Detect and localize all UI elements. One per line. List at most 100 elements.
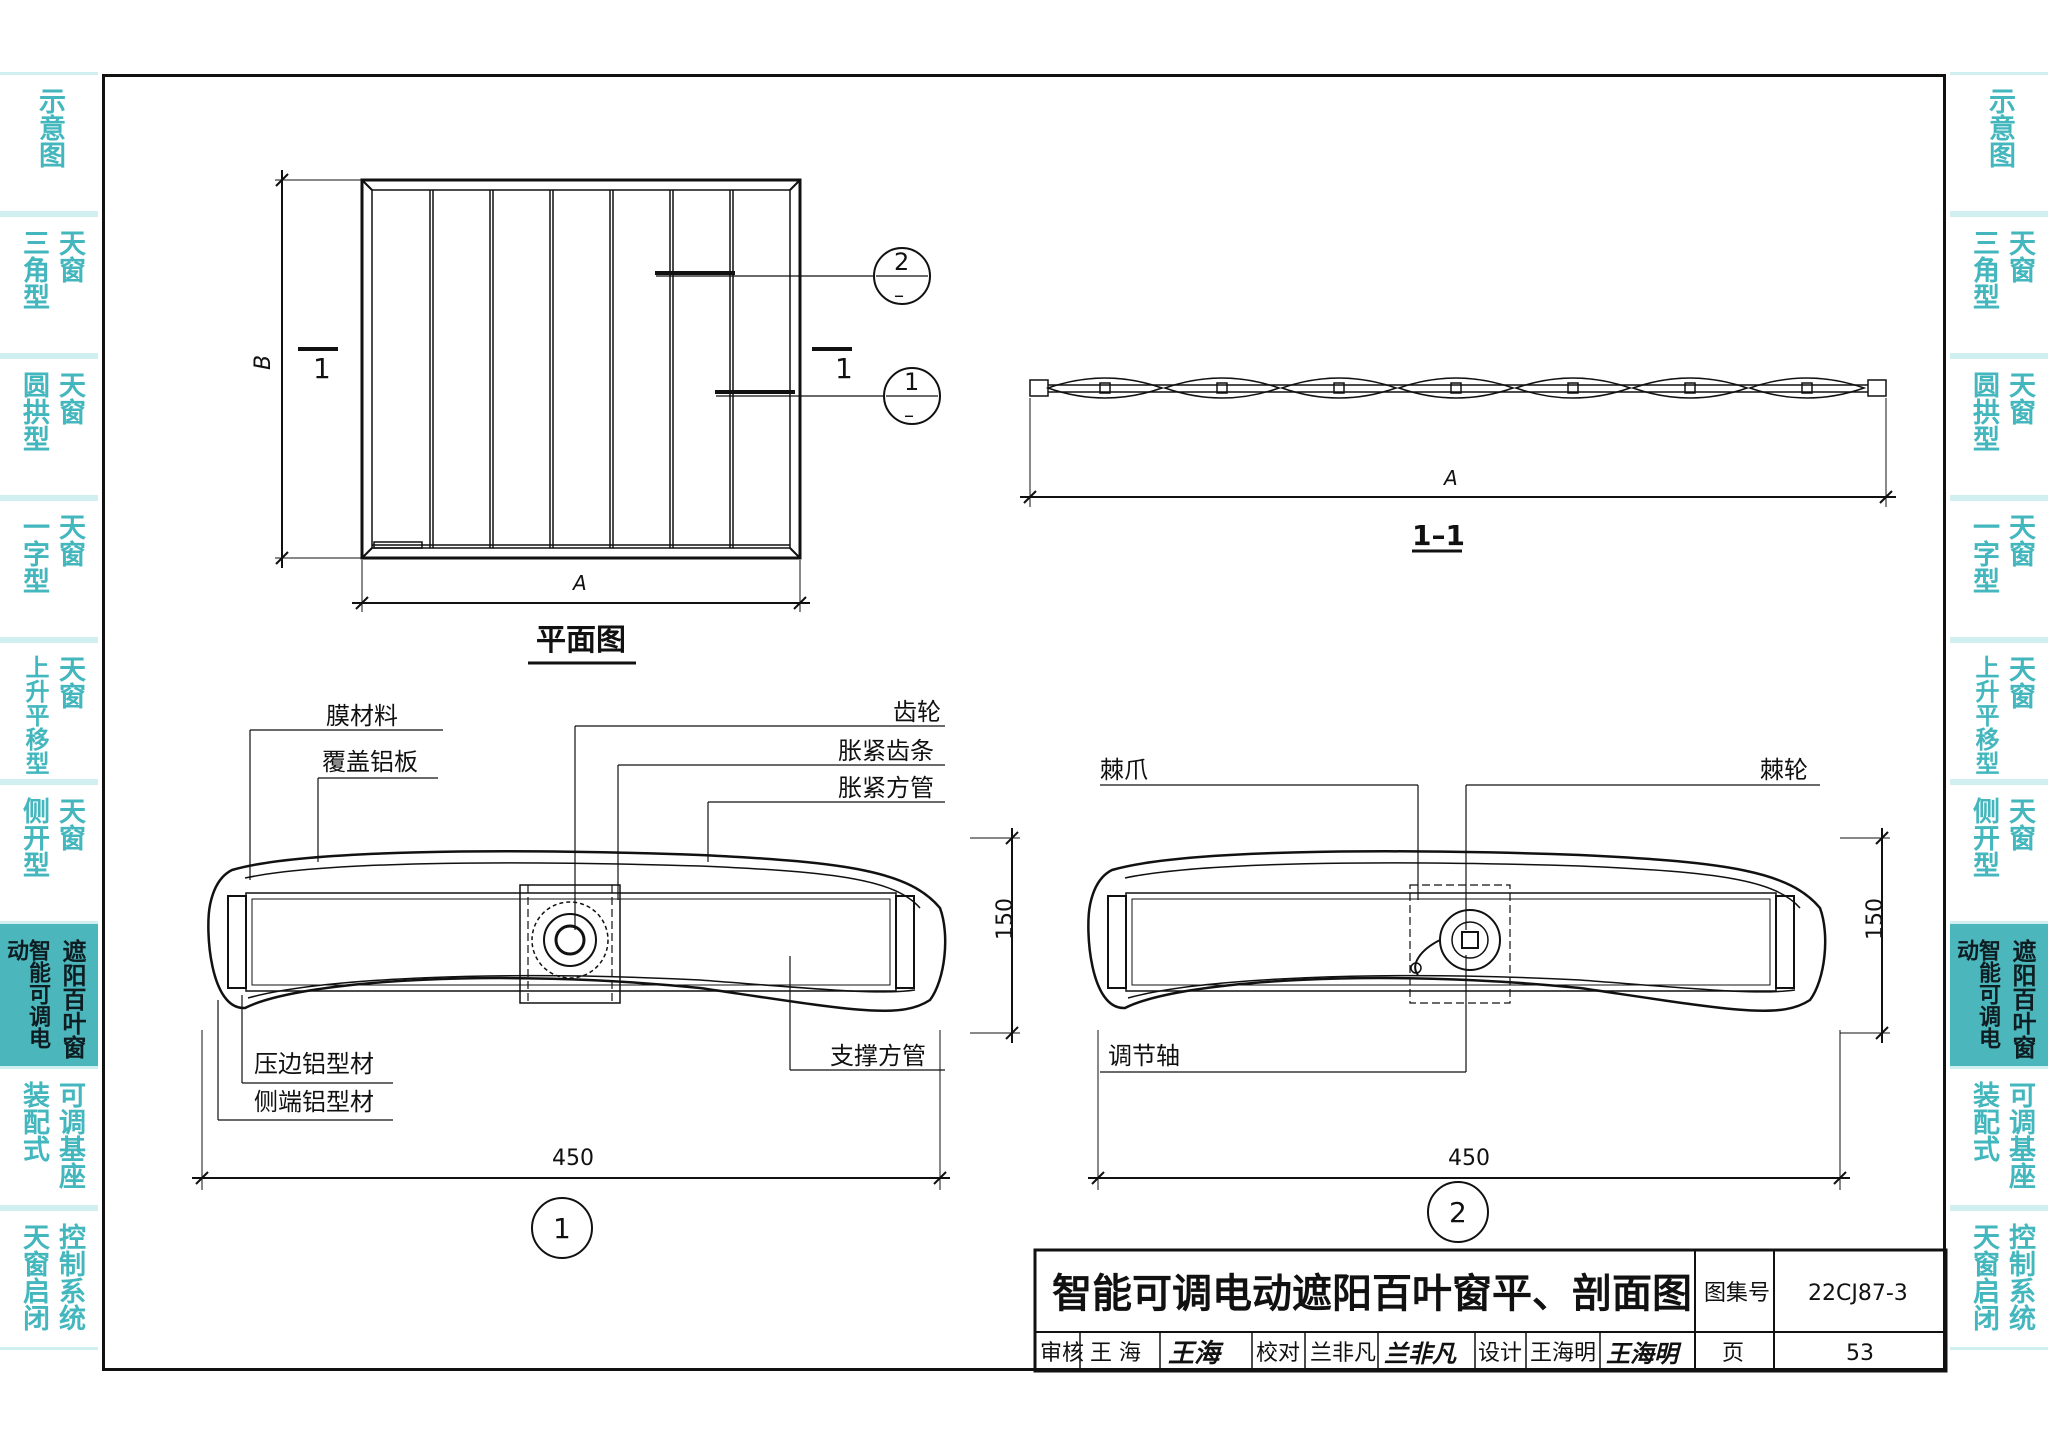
design-label: 设计: [1478, 1341, 1522, 1366]
tab-smart-louver[interactable]: 遮阳百叶窗 智能可调电动: [1950, 924, 2048, 1066]
tab-lift-slide-skylight[interactable]: 天窗 上升平移型: [1950, 640, 2048, 782]
tab-side-open-skylight[interactable]: 天窗 侧开型: [1950, 782, 2048, 924]
tab-assembled-base[interactable]: 可调基座 装配式: [1950, 1066, 2048, 1208]
reviewer-name: 王 海: [1090, 1341, 1141, 1366]
tab-control-system[interactable]: 控制系统 天窗启闭: [0, 1208, 98, 1350]
detail-2-number: 2: [1449, 1196, 1467, 1229]
tab-label: 一字型: [18, 513, 49, 594]
tab-control-system[interactable]: 控制系统 天窗启闭: [1950, 1208, 2048, 1350]
tab-label: 天窗: [54, 513, 85, 567]
detail-2-height: 150: [1863, 898, 1888, 940]
section-dim-a: A: [1442, 466, 1458, 490]
label-edge-profile: 压边铝型材: [254, 1050, 374, 1078]
drawing-title: 智能可调电动遮阳百叶窗平、剖面图: [1052, 1271, 1692, 1317]
left-tab-column: 示意图 天窗 三角型 天窗 圆拱型 天窗 一字型 天窗 上升平移型 天窗 侧开型…: [0, 72, 98, 1350]
tab-label: 控制系统: [2004, 1223, 2035, 1331]
tab-label: 天窗: [54, 229, 85, 283]
tab-label: 可调基座: [2004, 1081, 2035, 1189]
detail-1: [192, 725, 1020, 1259]
tab-label: 上升平移型: [1971, 655, 1999, 775]
tab-triangle-skylight[interactable]: 天窗 三角型: [0, 214, 98, 356]
detail-1-number: 1: [553, 1212, 571, 1245]
tab-smart-louver[interactable]: 遮阳百叶窗 智能可调电动: [0, 924, 98, 1066]
tab-arch-skylight[interactable]: 天窗 圆拱型: [1950, 356, 2048, 498]
tab-label: 圆拱型: [18, 371, 49, 452]
detail-2: [1087, 784, 1890, 1243]
tab-label: 圆拱型: [1968, 371, 1999, 452]
atlas-number: 22CJ87-3: [1808, 1281, 1908, 1306]
tab-label: 装配式: [18, 1081, 49, 1162]
tab-linear-skylight[interactable]: 天窗 一字型: [0, 498, 98, 640]
tab-assembled-base[interactable]: 可调基座 装配式: [0, 1066, 98, 1208]
callout-1-bottom: –: [904, 403, 914, 427]
label-ratchet: 棘轮: [1760, 756, 1808, 784]
label-end-profile: 侧端铝型材: [254, 1088, 374, 1116]
tab-label: 控制系统: [54, 1223, 85, 1331]
tab-label: 智能可调电动: [1953, 939, 2000, 1049]
tab-lift-slide-skylight[interactable]: 天窗 上升平移型: [0, 640, 98, 782]
section-title: 1–1: [1412, 519, 1465, 552]
tab-linear-skylight[interactable]: 天窗 一字型: [1950, 498, 2048, 640]
tab-label: 天窗: [2004, 371, 2035, 425]
review-label: 审核: [1040, 1341, 1084, 1366]
detail-1-height: 150: [993, 898, 1018, 940]
reviewer-signature: 王海: [1168, 1339, 1224, 1369]
label-tension-rack: 胀紧齿条: [838, 737, 934, 765]
title-block-lines: [1033, 1248, 1948, 1373]
callout-1-top: 1: [904, 368, 919, 396]
designer-name: 王海明: [1530, 1341, 1596, 1366]
tab-triangle-skylight[interactable]: 天窗 三角型: [1950, 214, 2048, 356]
detail-1-width: 450: [552, 1146, 594, 1171]
atlas-label: 图集号: [1704, 1281, 1770, 1306]
tab-label: 天窗: [2004, 513, 2035, 567]
checker-signature: 兰非凡: [1384, 1340, 1457, 1368]
plan-dim-a: A: [571, 571, 587, 595]
tab-label: 天窗启闭: [18, 1223, 49, 1331]
label-support-tube: 支撑方管: [830, 1042, 926, 1070]
tab-label: 侧开型: [18, 797, 49, 878]
tab-label: 三角型: [1968, 229, 1999, 310]
tab-label: 可调基座: [54, 1081, 85, 1189]
section-mark-left: 1: [313, 352, 331, 385]
label-membrane: 膜材料: [326, 702, 398, 730]
tab-schematic[interactable]: 示意图: [0, 72, 98, 214]
page-number: 53: [1846, 1341, 1874, 1366]
plan-title: 平面图: [536, 623, 626, 658]
label-tension-tube: 胀紧方管: [838, 774, 934, 802]
tab-side-open-skylight[interactable]: 天窗 侧开型: [0, 782, 98, 924]
tab-label: 天窗: [54, 797, 85, 851]
callout-2-bottom: –: [894, 283, 904, 307]
check-label: 校对: [1256, 1341, 1300, 1366]
tab-label: 天窗: [2004, 655, 2035, 709]
designer-signature: 王海明: [1606, 1340, 1682, 1368]
tab-arch-skylight[interactable]: 天窗 圆拱型: [0, 356, 98, 498]
label-pawl: 棘爪: [1100, 756, 1148, 784]
tab-label: 天窗: [54, 371, 85, 425]
tab-label: 装配式: [1968, 1081, 1999, 1162]
tab-label: 遮阳百叶窗: [2008, 939, 2036, 1059]
tab-label: 示意图: [34, 87, 65, 168]
tab-label: 智能可调电动: [3, 939, 50, 1049]
tab-label: 遮阳百叶窗: [58, 939, 86, 1059]
label-gear: 齿轮: [893, 698, 941, 726]
tab-label: 上升平移型: [21, 655, 49, 775]
detail-2-width: 450: [1448, 1146, 1490, 1171]
right-tab-column: 示意图 天窗 三角型 天窗 圆拱型 天窗 一字型 天窗 上升平移型 天窗 侧开型…: [1950, 72, 2048, 1350]
section-1-1: [1020, 377, 1896, 553]
label-shaft: 调节轴: [1108, 1042, 1180, 1070]
tab-label: 侧开型: [1968, 797, 1999, 878]
checker-name: 兰非凡: [1310, 1341, 1376, 1366]
tab-schematic[interactable]: 示意图: [1950, 72, 2048, 214]
tab-label: 天窗: [2004, 797, 2035, 851]
callout-2-top: 2: [894, 248, 909, 276]
tab-label: 三角型: [18, 229, 49, 310]
page-label: 页: [1722, 1341, 1744, 1366]
tab-label: 天窗: [2004, 229, 2035, 283]
tab-label: 一字型: [1968, 513, 1999, 594]
label-cover-plate: 覆盖铝板: [322, 748, 418, 776]
tab-label: 天窗启闭: [1968, 1223, 1999, 1331]
plan-view: [275, 170, 941, 665]
section-mark-right: 1: [835, 352, 853, 385]
plan-dim-b: B: [251, 355, 276, 370]
